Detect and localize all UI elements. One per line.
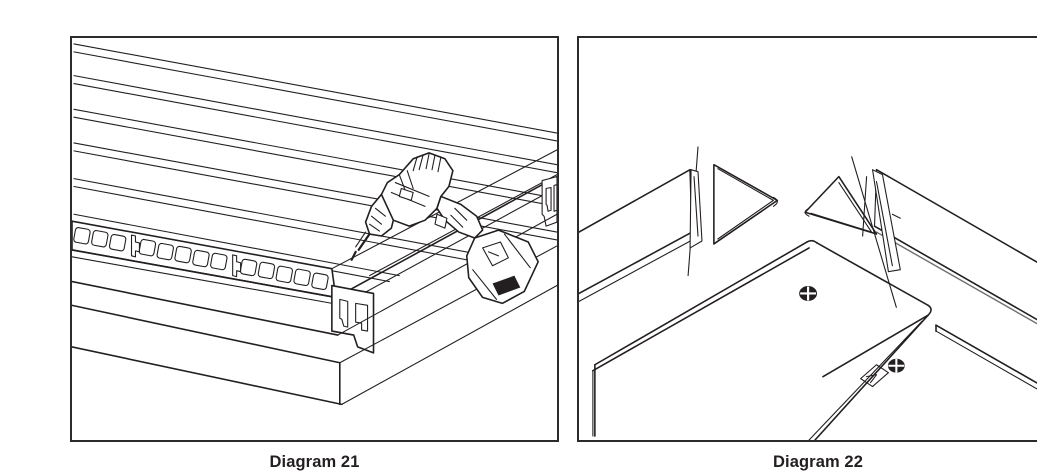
screw-point [350,250,357,261]
adjoining-board-lower-right [935,324,1037,390]
cut-guide-line-right [851,156,901,308]
rail-perforations [73,227,329,291]
caption-diagram-21: Diagram 21 [269,453,360,471]
figure-diagram-21: Diagram 21 [70,36,559,471]
joint-fastener-plate [860,364,889,388]
figure-diagram-22: Diagram 22 [577,36,1037,471]
screw-head-upper [799,286,818,301]
right-trim-board [873,168,1037,325]
illustration-deck-fascia-drilling [72,43,557,406]
corner-bracket-right [541,176,557,227]
caption-diagram-22: Diagram 22 [773,453,863,471]
drill-battery [465,229,539,305]
cordless-drill [355,152,484,251]
left-trim-board [579,168,695,302]
right-triangular-offcut [804,175,878,235]
corner-bracket [331,284,375,354]
illustration-mitred-corner-trim [579,146,1037,440]
panel-frame-21 [70,36,559,442]
left-triangular-offcut [713,163,779,245]
perforated-fascia-rail [72,220,339,305]
cut-guide-line-left [687,146,703,277]
screw-head-lower [887,358,905,373]
panel-frame-22 [577,36,1037,442]
mitred-corner-board [592,239,932,440]
